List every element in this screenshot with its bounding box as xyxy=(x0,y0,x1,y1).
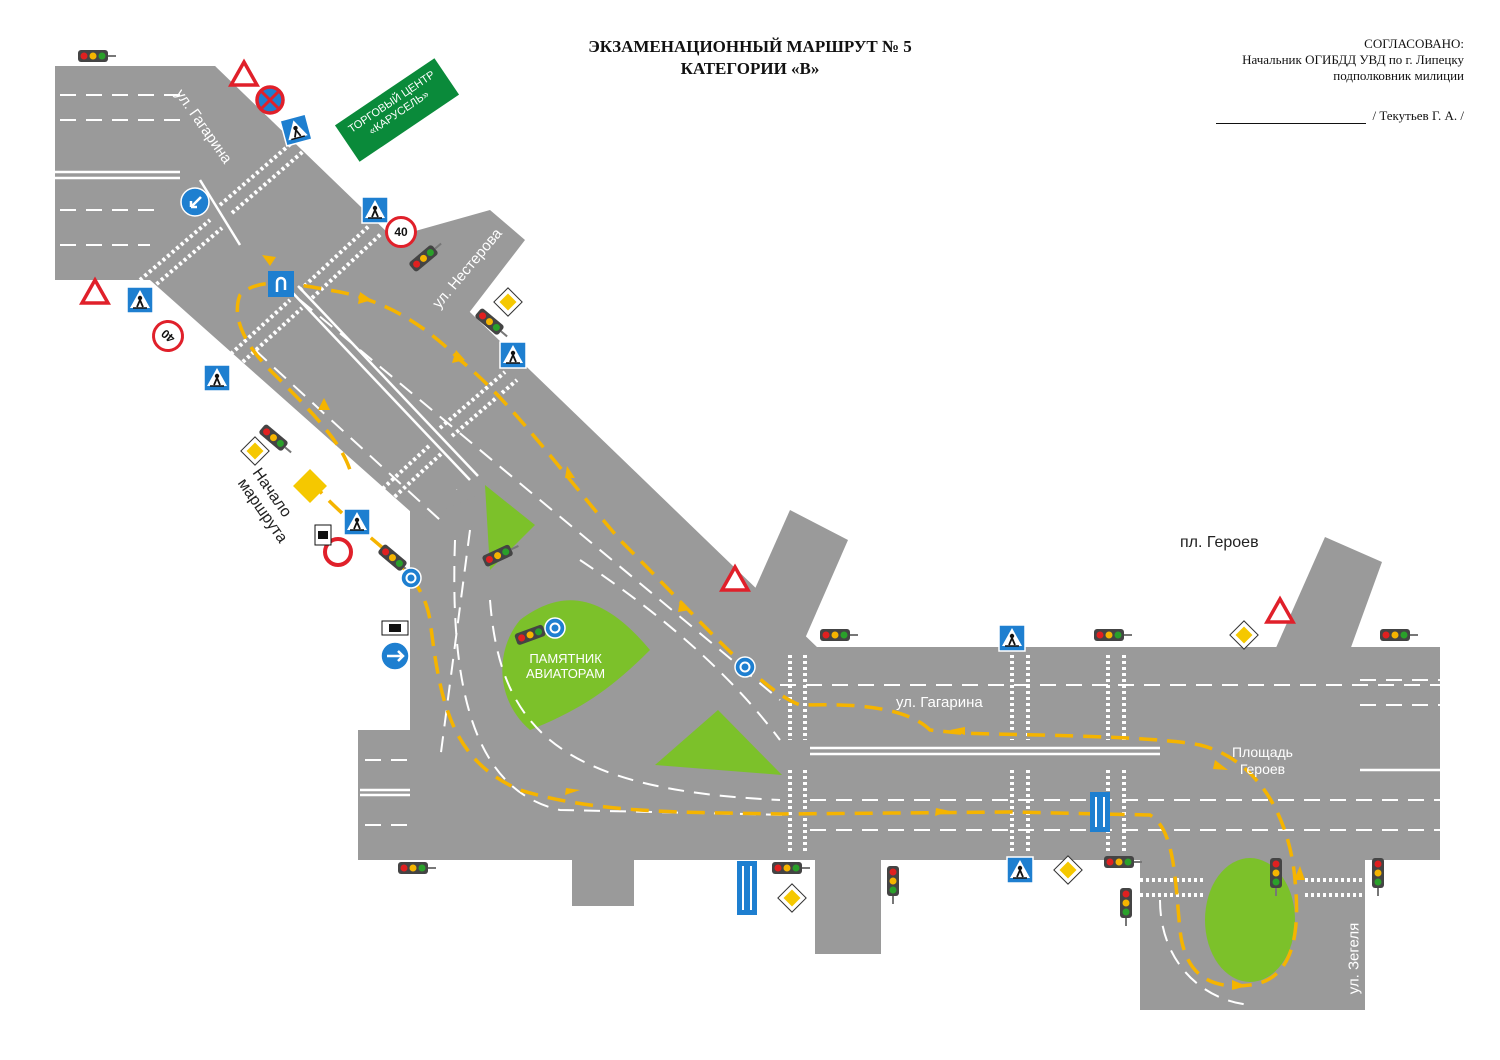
approval-block: СОГЛАСОВАНО: Начальник ОГИБДД УВД по г. … xyxy=(1134,36,1464,124)
road-network xyxy=(55,66,1440,1010)
monument-label-line-1: ПАМЯТНИК xyxy=(529,651,602,666)
monument-label: ПАМЯТНИК АВИАТОРАМ xyxy=(526,651,605,681)
approval-line-3: подполковник милиции xyxy=(1333,68,1464,83)
signature-row: / Текутьев Г. А. / xyxy=(1134,108,1464,124)
signature-name: / Текутьев Г. А. / xyxy=(1372,108,1464,123)
zebra-crossings xyxy=(138,138,1365,897)
square-label-heroes-line-1: Площадь xyxy=(1232,744,1293,760)
street-label-zegelya: ул. Зегеля xyxy=(1345,922,1363,995)
approval-line-1: СОГЛАСОВАНО: xyxy=(1364,36,1464,51)
lane-markings xyxy=(60,94,1440,1006)
approval-line-2: Начальник ОГИБДД УВД по г. Липецку xyxy=(1242,52,1464,67)
speed-limit-value: 40 xyxy=(394,225,408,239)
speed-limit-value: 40 xyxy=(158,326,178,346)
square-label-heroes-top: пл. Героев xyxy=(1180,534,1259,551)
square-label-heroes: Площадь Героев xyxy=(1232,744,1293,778)
route-arrows xyxy=(262,255,1305,990)
mall-building xyxy=(334,58,460,162)
speed-limit-sign-top: 40 xyxy=(385,216,417,248)
title-line-1: ЭКЗАМЕНАЦИОННЫЙ МАРШРУТ № 5 xyxy=(588,37,912,56)
page-title: ЭКЗАМЕНАЦИОННЫЙ МАРШРУТ № 5 КАТЕГОРИИ «В… xyxy=(480,36,1020,80)
solid-lines xyxy=(55,170,1440,797)
monument-label-line-2: АВИАТОРАМ xyxy=(526,666,606,681)
exam-route xyxy=(235,281,1299,988)
signature-line xyxy=(1216,111,1367,124)
title-line-2: КАТЕГОРИИ «В» xyxy=(680,59,820,78)
street-label-gagarina-main: ул. Гагарина xyxy=(896,694,983,711)
square-label-heroes-line-2: Героев xyxy=(1239,761,1286,777)
